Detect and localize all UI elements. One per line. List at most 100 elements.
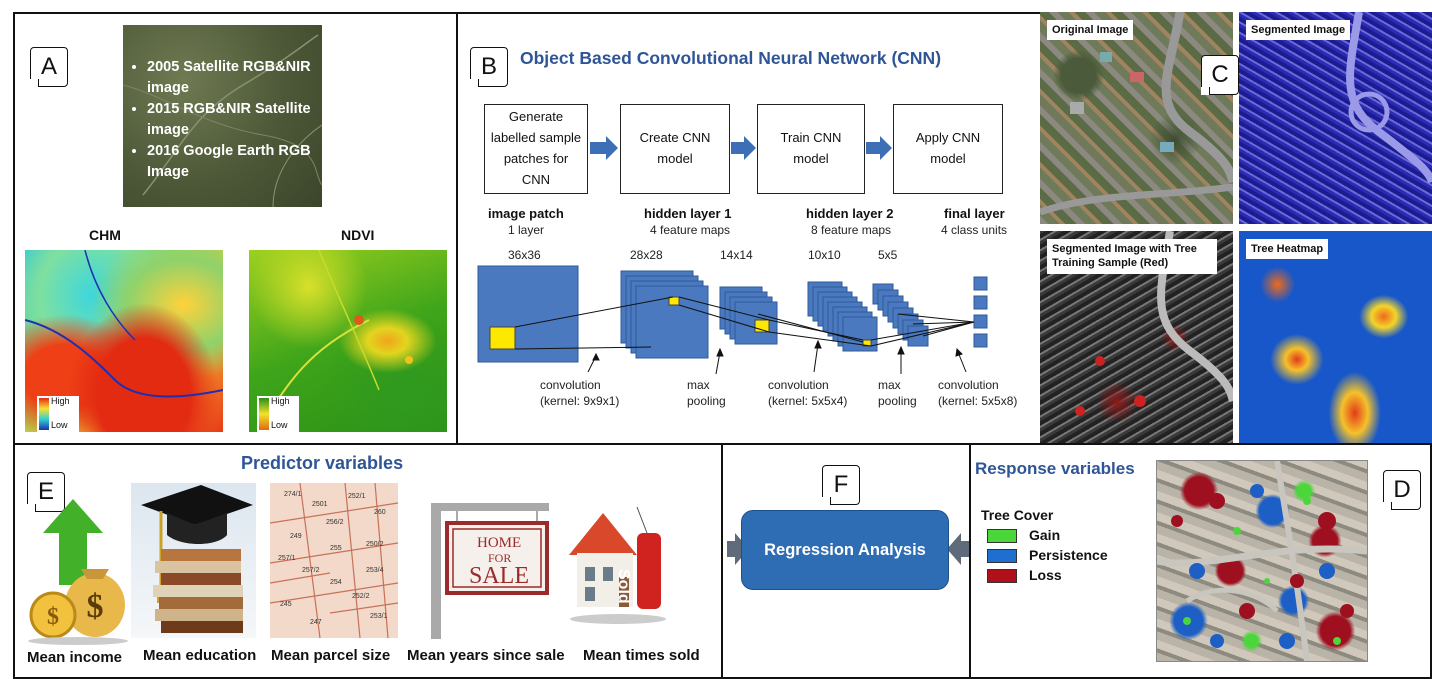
size-28x28: 28x28 [630,248,663,262]
chm-legend-high: High [51,396,70,406]
segmented-image [1239,12,1432,224]
legend-swatch-persistence [987,549,1017,563]
arrow-2 [731,136,756,160]
op-conv-1-kernel: (kernel: 9x9x1) [540,394,620,408]
sign-sale-text: SALE [469,563,529,589]
sold-house-icon [569,506,666,624]
sign-home-text: HOME [477,535,522,551]
panel-d-tag: D [1383,470,1421,510]
arrow-3 [866,136,892,160]
parcel-label-14: 247 [310,619,322,626]
response-title: Response variables [975,459,1135,478]
bullet-2016: 2016 Google Earth RGB Image [147,141,322,183]
money-bag-icon: $ $ [28,499,128,645]
parcel-map-image: 274/1 2501 252/1 260 256/2 249 257/1 255… [270,483,398,638]
sold-tag-text: Sold [615,569,632,604]
chm-legend: High Low [37,396,79,432]
ndvi-map: High Low [249,250,447,432]
step-train-model: Train CNN model [757,104,865,194]
original-roads [1040,12,1233,216]
size-5x5: 5x5 [878,248,898,262]
parcel-label-5: 249 [290,533,302,540]
segmented-roads [1346,12,1432,184]
final-layer-units [973,276,988,348]
step-create-model: Create CNN model [620,104,730,194]
parcel-label-4: 256/2 [326,519,344,526]
ndvi-title: NDVI [341,227,375,243]
bullet-2015: 2015 RGB&NIR Satellite image [147,99,322,141]
parcel-label-3: 260 [374,509,386,516]
panel-e-tag: E [27,472,65,512]
parcel-label-8: 257/2 [302,567,320,574]
op-pool-2-detail: pooling [878,394,917,408]
layer-desc-final: 4 class units [941,223,1008,237]
satellite-image: 2005 Satellite RGB&NIR image 2015 RGB&NI… [123,25,322,207]
panel-a: A 2005 Satellite RGB&NIR image 2015 RGB&… [13,12,458,445]
regression-arrows [727,533,969,565]
panel-f-tag: F [822,465,860,505]
label-original-image: Original Image [1047,20,1134,41]
caption-mean-income: Mean income [27,649,123,666]
label-tree-heatmap: Tree Heatmap [1246,239,1329,260]
sign-for-text: FOR [488,551,512,565]
tree-heatmap [1239,231,1432,445]
connection-lines [514,296,975,350]
panel-a-tag: A [30,47,68,87]
hidden-layer-1-stack [620,270,709,359]
layer-desc-image-patch: 1 layer [508,223,545,237]
panel-b-tag: B [470,47,508,87]
flow-arrows [590,136,892,160]
caption-mean-parcel-size: Mean parcel size [271,647,391,664]
parcel-label-10: 254 [330,579,342,586]
size-36x36: 36x36 [508,248,541,262]
layer-desc-hidden-1: 4 feature maps [650,223,731,237]
parcel-label-15: 253/1 [370,613,388,620]
step-generate-samples: Generate labelled sample patches for CNN [484,104,588,194]
step-apply-model: Apply CNN model [893,104,1003,194]
parcel-label-13: 245 [280,601,292,608]
legend-label-loss: Loss [1029,567,1062,583]
ndvi-legend: High Low [257,396,299,432]
satellite-bullets: 2005 Satellite RGB&NIR image 2015 RGB&NI… [129,57,322,183]
parcel-label-9: 250/2 [366,541,384,548]
pooled-layer-1-stack [719,286,778,345]
tree-cover-legend-title: Tree Cover [981,507,1054,523]
ndvi-legend-high: High [271,396,290,406]
layer-name-final: final layer [944,206,1005,221]
parcel-label-0: 274/1 [284,491,302,498]
parcel-label-11: 253/4 [366,567,384,574]
panel-d: Response variables Tree Cover Gain Persi… [969,443,1432,679]
legend-label-persistence: Persistence [1029,547,1108,563]
parcel-label-1: 2501 [312,501,328,508]
size-10x10: 10x10 [808,248,841,262]
svg-text:$: $ [87,588,104,625]
panel-e: E Predictor variables $ $ [13,443,723,679]
panel-c-tag: C [1201,55,1239,95]
legend-swatch-gain [987,529,1017,543]
regression-analysis-box: Regression Analysis [741,510,949,590]
graduation-cap-icon [141,485,253,633]
cnn-diagram-graphics [477,136,988,375]
home-for-sale-sign-icon [431,503,549,639]
arrow-in-right [947,533,969,565]
op-conv-3-kernel: (kernel: 5x5x8) [938,394,1018,408]
image-patch [477,265,579,363]
label-segmented-image: Segmented Image [1246,20,1351,41]
caption-mean-times-sold: Mean times sold [583,647,700,664]
layer-name-image-patch: image patch [488,206,564,221]
size-14x14: 14x14 [720,248,753,262]
cnn-title: Object Based Convolutional Neural Networ… [520,48,942,68]
parcel-label-12: 252/2 [352,593,370,600]
op-pool-1: max [687,378,710,392]
caption-mean-education: Mean education [143,647,257,664]
patch-kernel [489,326,516,350]
panel-f: F Regression Analysis [721,443,971,679]
ndvi-legend-low: Low [271,420,288,430]
satellite-texture [123,34,322,207]
parcel-lines [270,483,398,638]
pooled-layer-2-stack [872,283,929,347]
op-pool-2: max [878,378,901,392]
layer-name-hidden-2: hidden layer 2 [806,206,894,221]
label-segmented-training: Segmented Image with Tree Training Sampl… [1047,239,1217,274]
original-image [1040,12,1233,224]
